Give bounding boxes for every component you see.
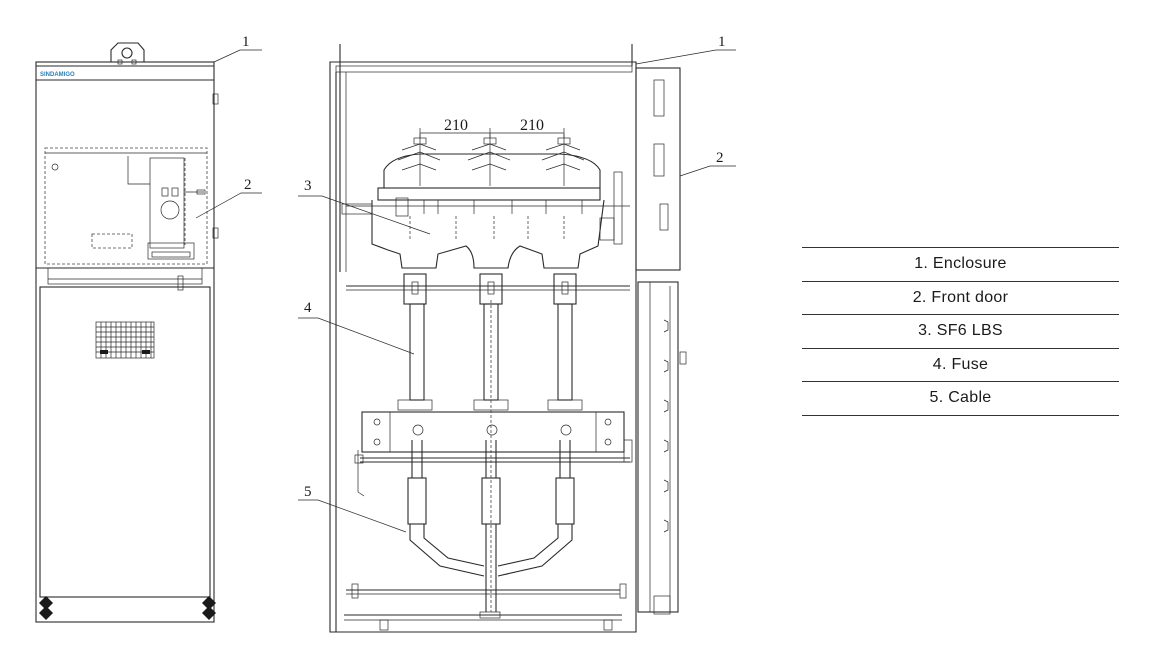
callout-5-side: 5 [304,484,312,500]
bushings [397,134,585,186]
legend-row-cable: 5. Cable [802,382,1119,416]
side-view: 210 210 [298,34,736,633]
lifting-lug [110,42,145,62]
callout-1-side: 1 [718,34,726,50]
legend-row-front-door: 2. Front door [802,282,1119,316]
callout-1-front: 1 [242,34,250,50]
enclosure-outline [35,61,215,623]
front-view: SINDAMIGO [35,34,262,623]
callout-4-side: 4 [304,300,312,316]
callout-2-side: 2 [716,150,724,166]
legend-row-sf6-lbs: 3. SF6 LBS [802,315,1119,349]
front-door-side [613,67,687,615]
lower-door [39,286,211,598]
callout-3-side: 3 [304,178,312,194]
cables [346,300,627,612]
control-panel [44,147,208,265]
enclosure-frame [329,61,637,633]
legend-row-fuse: 4. Fuse [802,349,1119,383]
ventilation-grille [95,321,155,359]
dimension-right: 210 [520,117,544,134]
brand-label: SINDAMIGO [40,72,75,78]
legend-row-enclosure: 1. Enclosure [802,247,1119,282]
callout-2-front: 2 [244,177,252,193]
legend-table: 1. Enclosure 2. Front door 3. SF6 LBS 4.… [802,247,1119,416]
dimension-left: 210 [444,117,468,134]
dimension-210: 210 210 [419,117,565,138]
fuses [397,273,583,411]
sf6-lbs-tank [341,153,630,269]
mounting-plate [354,411,630,497]
